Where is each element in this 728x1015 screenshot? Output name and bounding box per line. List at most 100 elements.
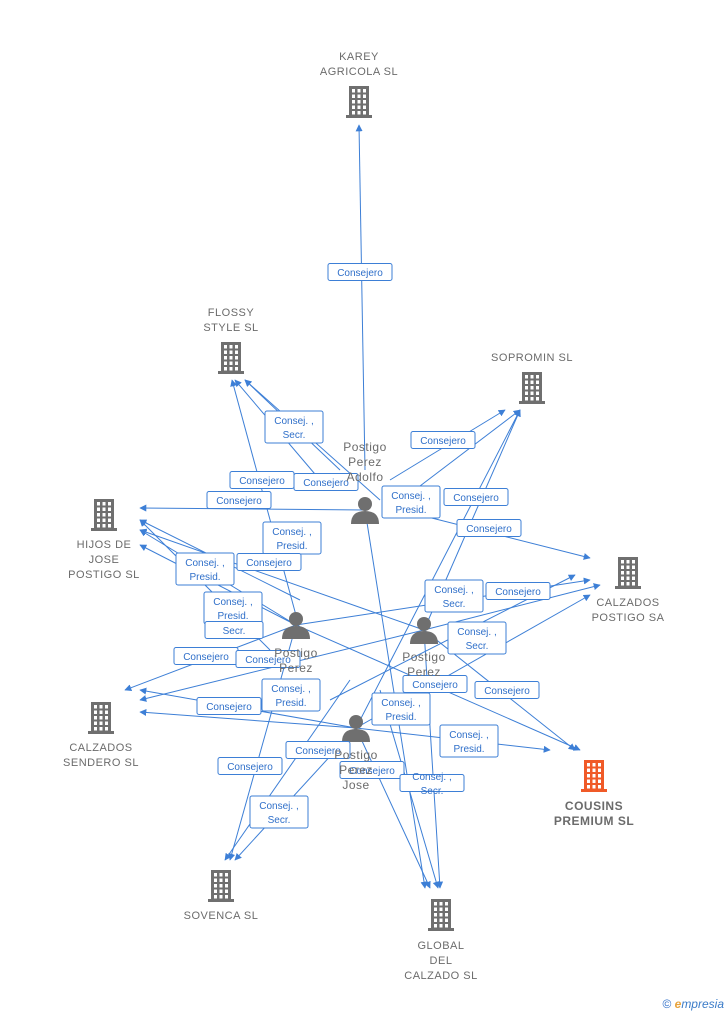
role-label[interactable]: Consej. , Presid.: [203, 591, 263, 625]
relationship-edge: [423, 629, 444, 889]
relationship-edge: [139, 528, 425, 631]
relationship-edge: [224, 679, 351, 861]
role-label-text: Consejero: [495, 587, 541, 598]
company-label[interactable]: GLOBAL DEL CALZADO SL: [404, 940, 478, 982]
role-label-text: Consej. ,: [391, 491, 430, 502]
person-icon[interactable]: [351, 497, 379, 524]
role-label-text: Consej. ,: [412, 772, 451, 783]
role-label-text: Consejero: [349, 766, 395, 777]
role-label-text: Consejero: [227, 762, 273, 773]
role-label[interactable]: Consejero: [339, 761, 405, 779]
relationship-edge: [139, 708, 357, 729]
building-icon[interactable]: [346, 86, 372, 118]
role-label[interactable]: Consej. ,Secr.: [249, 795, 309, 829]
company-label[interactable]: SOPROMIN SL: [491, 352, 573, 364]
person-icon[interactable]: [282, 612, 310, 639]
role-label[interactable]: Consejero: [235, 650, 301, 668]
role-label-text: Consejero: [206, 702, 252, 713]
role-label[interactable]: Consejero: [456, 519, 522, 537]
role-label-text: Consej. ,: [457, 627, 496, 638]
building-icon[interactable]: [88, 702, 114, 734]
role-label-text: Consej. ,: [274, 416, 313, 427]
node-layer: [88, 86, 641, 931]
role-label-text: Consejero: [337, 268, 383, 279]
role-label[interactable]: Consej. ,Presid.: [439, 724, 499, 758]
company-label[interactable]: FLOSSY STYLE SL: [203, 307, 259, 334]
role-label-text: Consejero: [453, 493, 499, 504]
company-label[interactable]: HIJOS DE JOSE POSTIGO SL: [68, 539, 140, 581]
role-label-text: Consej. ,: [272, 527, 311, 538]
person-label[interactable]: Postigo Perez: [402, 650, 446, 679]
role-label[interactable]: Consej. , Presid.: [262, 521, 322, 555]
role-label[interactable]: Consej. , Secr.: [399, 772, 465, 797]
role-label[interactable]: Consejero: [196, 697, 262, 715]
role-label[interactable]: Consejero: [285, 741, 351, 759]
company-label[interactable]: SOVENCA SL: [183, 910, 259, 922]
role-label[interactable]: Consejero: [443, 488, 509, 506]
building-icon[interactable]: [581, 760, 607, 792]
role-label[interactable]: Consej. , Secr.: [264, 410, 324, 444]
role-label[interactable]: Consejero: [293, 473, 359, 491]
company-label[interactable]: COUSINS PREMIUM SL: [553, 799, 635, 828]
building-icon[interactable]: [208, 870, 234, 902]
role-label[interactable]: Consejero: [485, 582, 551, 600]
role-label-text: Presid.: [385, 712, 416, 723]
role-label-text: Consej. ,: [271, 684, 310, 695]
building-icon[interactable]: [519, 372, 545, 404]
relationship-edge: [355, 409, 521, 729]
person-label[interactable]: Postigo Perez Jose: [334, 748, 378, 792]
role-label[interactable]: Consejero: [173, 647, 239, 665]
company-label[interactable]: CALZADOS SENDERO SL: [63, 742, 139, 769]
role-label[interactable]: Consejero: [206, 491, 272, 509]
company-label[interactable]: CALZADOS POSTIGO SA: [591, 597, 665, 624]
role-label[interactable]: Consejero: [474, 681, 540, 699]
role-label-text: Consej. ,: [449, 730, 488, 741]
role-label-text: Consejero: [245, 655, 291, 666]
role-label-text: Consejero: [183, 652, 229, 663]
role-label[interactable]: Consejero: [410, 431, 476, 449]
person-label[interactable]: Postigo Perez Adolfo: [343, 440, 387, 484]
relationship-edge: [355, 124, 366, 471]
role-label[interactable]: Secr.: [204, 621, 264, 639]
person-label[interactable]: Postigo Perez: [274, 646, 318, 675]
role-label-text: Consejero: [295, 746, 341, 757]
role-label-text: Presid.: [217, 611, 248, 622]
role-label-text: Presid.: [395, 505, 426, 516]
role-label-text: Consej. ,: [434, 585, 473, 596]
role-label-text: Consejero: [246, 558, 292, 569]
role-label-text: Consejero: [216, 496, 262, 507]
copyright-symbol: ©: [662, 997, 672, 1011]
role-label[interactable]: Consejero: [402, 675, 468, 693]
role-label[interactable]: Consejero: [229, 471, 295, 489]
building-icon[interactable]: [428, 899, 454, 931]
role-label-text: Presid.: [276, 541, 307, 552]
role-label[interactable]: Consej. , Presid.: [371, 692, 431, 726]
role-label[interactable]: Consejero: [217, 757, 283, 775]
role-label-text: Consej. ,: [381, 698, 420, 709]
building-icon[interactable]: [218, 342, 244, 374]
role-label[interactable]: Consejero: [327, 263, 393, 281]
role-label-text: Secr.: [466, 641, 489, 652]
building-icon[interactable]: [91, 499, 117, 531]
role-label[interactable]: Consejero: [236, 553, 302, 571]
person-icon[interactable]: [342, 715, 370, 742]
brand-name: empresia: [674, 997, 724, 1011]
footer-brand: © empresia: [662, 997, 724, 1011]
building-icon[interactable]: [615, 557, 641, 589]
company-label[interactable]: KAREY AGRICOLA SL: [319, 51, 399, 78]
role-label-text: Secr.: [421, 786, 444, 797]
role-label[interactable]: Consej. , Secr.: [424, 579, 484, 613]
role-label-text: Consejero: [420, 436, 466, 447]
role-label-text: Consej. ,: [213, 597, 252, 608]
role-label[interactable]: Consej. , Presid.: [381, 485, 441, 519]
role-label-text: Secr.: [283, 430, 306, 441]
role-label[interactable]: Consej. , Secr.: [447, 621, 507, 655]
role-label-text: Secr.: [268, 815, 291, 826]
role-label[interactable]: Consej. ,Presid.: [175, 552, 235, 586]
role-label[interactable]: Consej. ,Presid.: [261, 678, 321, 712]
role-label-text: Consejero: [466, 524, 512, 535]
person-icon[interactable]: [410, 617, 438, 644]
role-label-text: Consejero: [412, 680, 458, 691]
role-label-text: Secr.: [443, 599, 466, 610]
